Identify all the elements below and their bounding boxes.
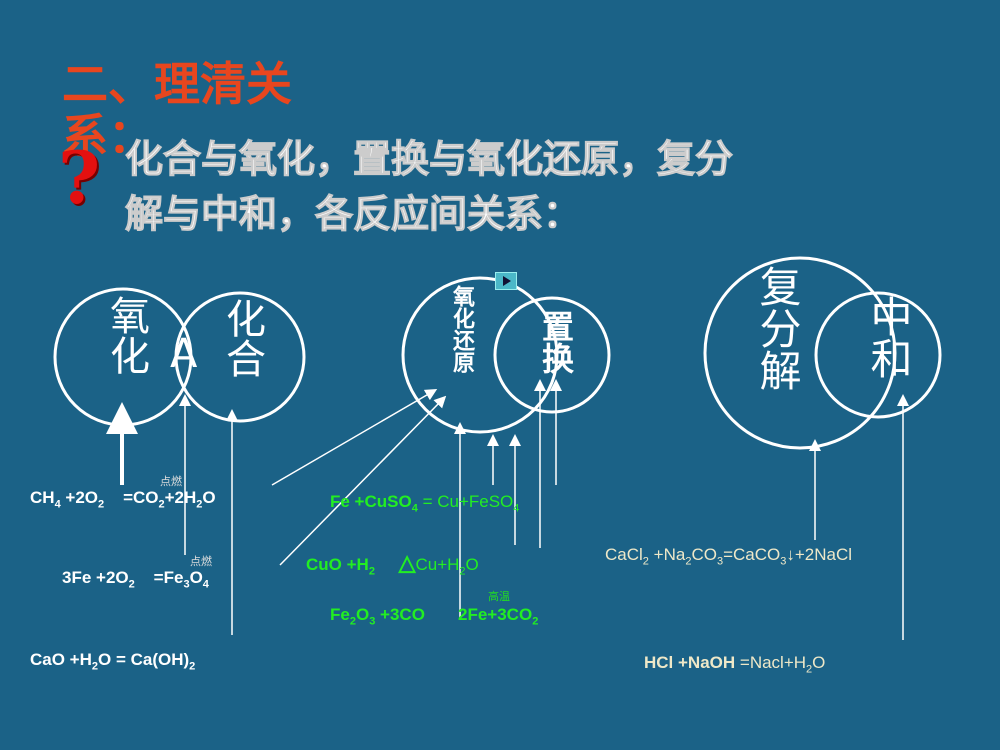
displacement-circle (493, 296, 611, 414)
label-neutralization: 中和 (864, 295, 913, 379)
equation-methane: CH4 +2O2 =CO2+2H2O (30, 488, 216, 511)
label-combination: 化合 (219, 298, 265, 378)
neutralization-circle (814, 291, 942, 419)
subtitle-line: 解与中和，各反应间关系： (124, 192, 582, 237)
condition-ignite: 点燃 (160, 475, 182, 488)
question-mark-icon: ? (58, 135, 101, 220)
equation-iron-copper-sulfate: Fe +CuSO4 = Cu+FeSO4 (330, 492, 520, 515)
equation-iron: 3Fe +2O2 =Fe3O4 (62, 568, 209, 591)
arrow (271, 388, 438, 486)
equation-lime: CaO +H2O = Ca(OH)2 (30, 650, 196, 673)
combination-circle (174, 291, 306, 423)
equation-neutralization: HCl +NaOH =Nacl+H2O (644, 653, 826, 676)
double-decomposition-circle (703, 256, 897, 450)
label-overlap-a: A (170, 331, 198, 377)
label-oxidation: 氧化 (103, 295, 149, 375)
subtitle: 化合与氧化，置换与氧化还原，复分解与中和，各反应间关系： (124, 132, 734, 242)
label-redox: 氧化还原 (449, 285, 474, 373)
equation-copper-oxide: CuO +H2 △Cu+H2O (306, 550, 479, 578)
subtitle-line: 化合与氧化，置换与氧化还原，复分 (124, 137, 734, 182)
equation-calcium-chloride: CaCl2 +Na2CO3=CaCO3↓+2NaCl (605, 545, 853, 568)
arrow (279, 395, 447, 566)
label-displacement: 置换 (537, 310, 575, 374)
condition-ignite: 点燃 (190, 555, 212, 568)
redox-circle (401, 276, 559, 434)
condition-high-temp: 高温 (488, 590, 510, 603)
section-title: 二、理清关系： (62, 57, 292, 163)
play-button[interactable] (495, 272, 517, 290)
equation-iron-oxide: Fe2O3 +3CO 2Fe+3CO2 (330, 605, 539, 628)
label-double-decomposition: 复分解 (753, 265, 802, 391)
